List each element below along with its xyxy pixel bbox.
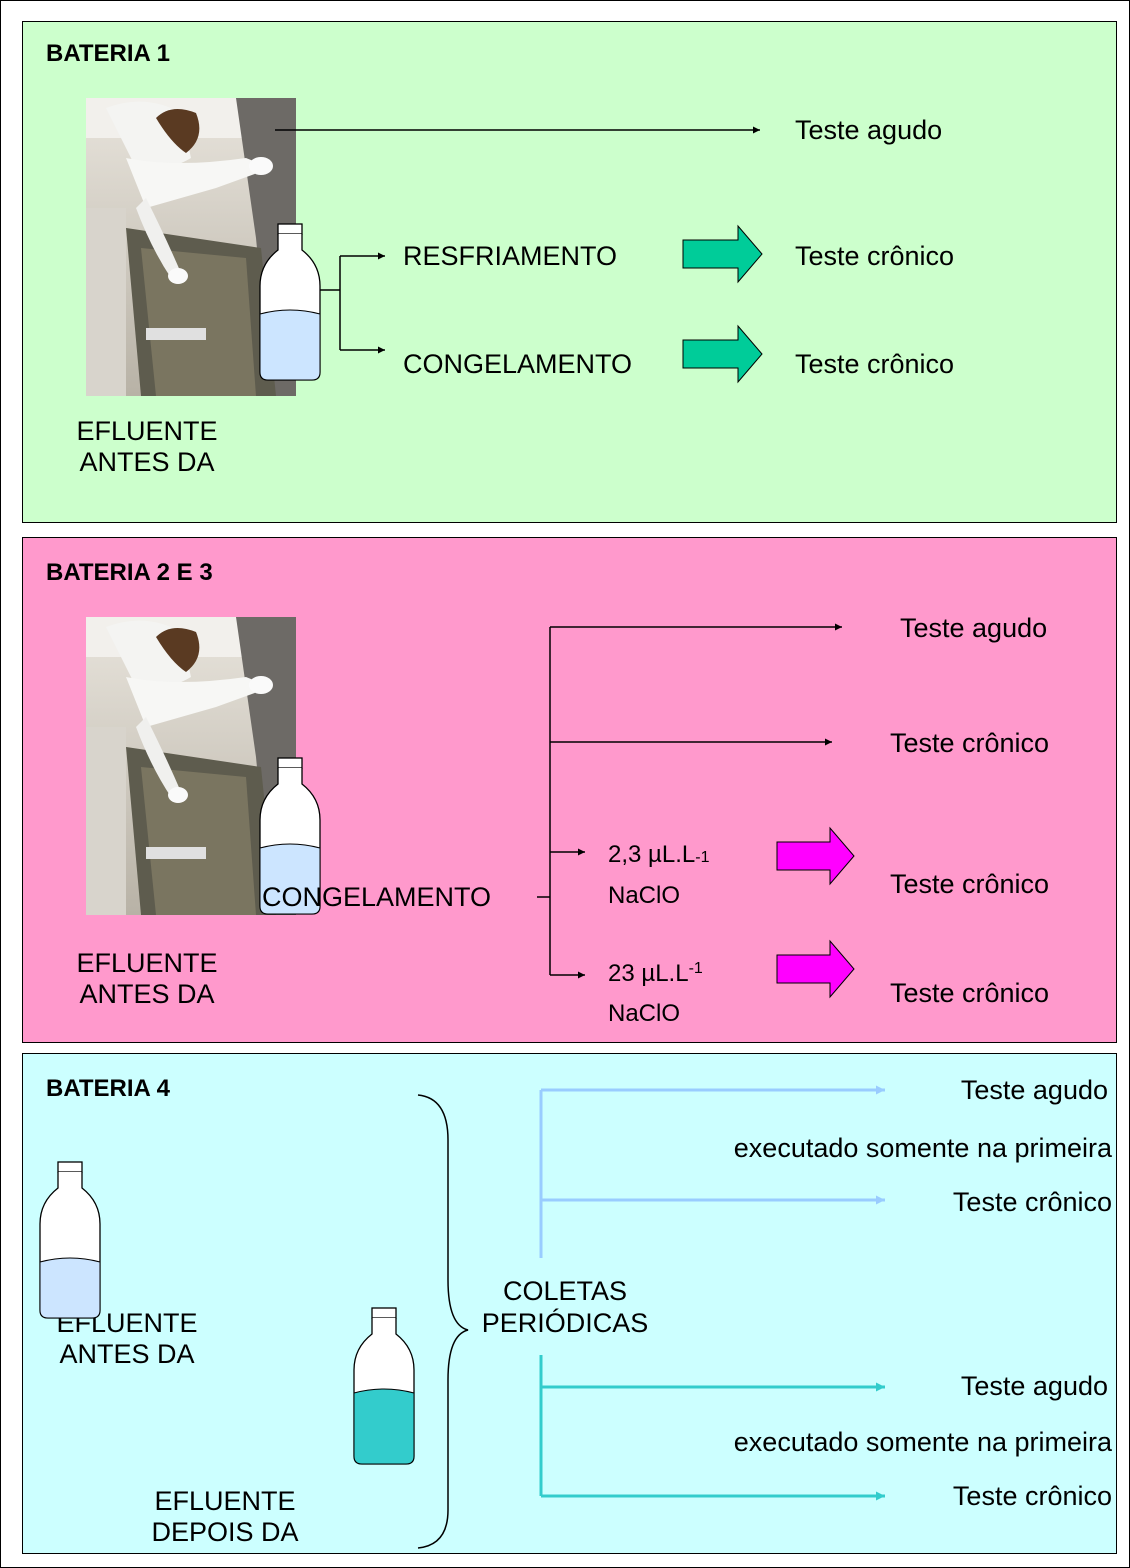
teste-agudo-label: Teste agudo xyxy=(960,1371,1108,1401)
depois-label-line-1: EFLUENTE xyxy=(154,1486,296,1516)
block-arrow-icon xyxy=(776,939,855,999)
teste-cronico-label: Teste crônico xyxy=(890,978,1050,1008)
bottle-icon xyxy=(353,1307,415,1465)
bateria-4-title: BATERIA 4 xyxy=(46,1075,171,1102)
teste-cronico-label: Teste crônico xyxy=(952,1481,1112,1511)
photo-label-line-2: ANTES DA xyxy=(79,447,215,477)
bottle-icon xyxy=(259,757,321,915)
teste-agudo-label: Teste agudo xyxy=(795,115,943,145)
bateria-2-e-3-connectors xyxy=(537,623,842,979)
bateria-2-e-3-title: BATERIA 2 E 3 xyxy=(46,559,213,586)
teste-agudo-label: Teste agudo xyxy=(900,613,1048,643)
teste-cronico-label: Teste crônico xyxy=(952,1187,1112,1217)
block-arrow-icon xyxy=(682,224,763,284)
photo-label-line-2: ANTES DA xyxy=(79,979,215,1009)
congelamento-label: CONGELAMENTO xyxy=(403,349,633,379)
note-label: executado somente na primeira xyxy=(733,1133,1112,1163)
brace-icon xyxy=(417,1094,469,1549)
dose-2-label: 23 µL.L-1 xyxy=(608,960,703,987)
coletas-label-line-1: COLETAS xyxy=(502,1276,628,1306)
bottle-icon xyxy=(259,223,321,381)
photo-label-line-1: EFLUENTE xyxy=(76,948,218,978)
dose-1-label: 2,3 µL.L-1 xyxy=(608,841,710,868)
congelamento-label: CONGELAMENTO xyxy=(262,882,492,912)
dose-1-unit: NaClO xyxy=(608,882,681,909)
depois-label-line-2: DEPOIS DA xyxy=(151,1517,299,1547)
antes-label-line-2: ANTES DA xyxy=(59,1339,195,1369)
bateria-4-upper-connectors xyxy=(539,1085,885,1258)
bottle-icon xyxy=(39,1161,101,1319)
teste-cronico-label: Teste crônico xyxy=(890,869,1050,899)
teste-cronico-label: Teste crônico xyxy=(795,349,955,379)
photo-label-line-1: EFLUENTE xyxy=(76,416,218,446)
teste-cronico-label: Teste crônico xyxy=(890,728,1050,758)
teste-cronico-label: Teste crônico xyxy=(795,241,955,271)
coletas-label-line-2: PERIÓDICAS xyxy=(481,1308,649,1338)
note-label: executado somente na primeira xyxy=(733,1427,1112,1457)
block-arrow-icon xyxy=(776,826,855,886)
dose-2-unit: NaClO xyxy=(608,1000,681,1027)
panel-bateria-4 xyxy=(22,1053,1117,1554)
resfriamento-label: RESFRIAMENTO xyxy=(403,241,618,271)
block-arrow-icon xyxy=(682,324,763,384)
bateria-1-title: BATERIA 1 xyxy=(46,40,171,67)
bateria-4-lower-connectors xyxy=(539,1355,885,1501)
teste-agudo-label: Teste agudo xyxy=(960,1075,1108,1105)
